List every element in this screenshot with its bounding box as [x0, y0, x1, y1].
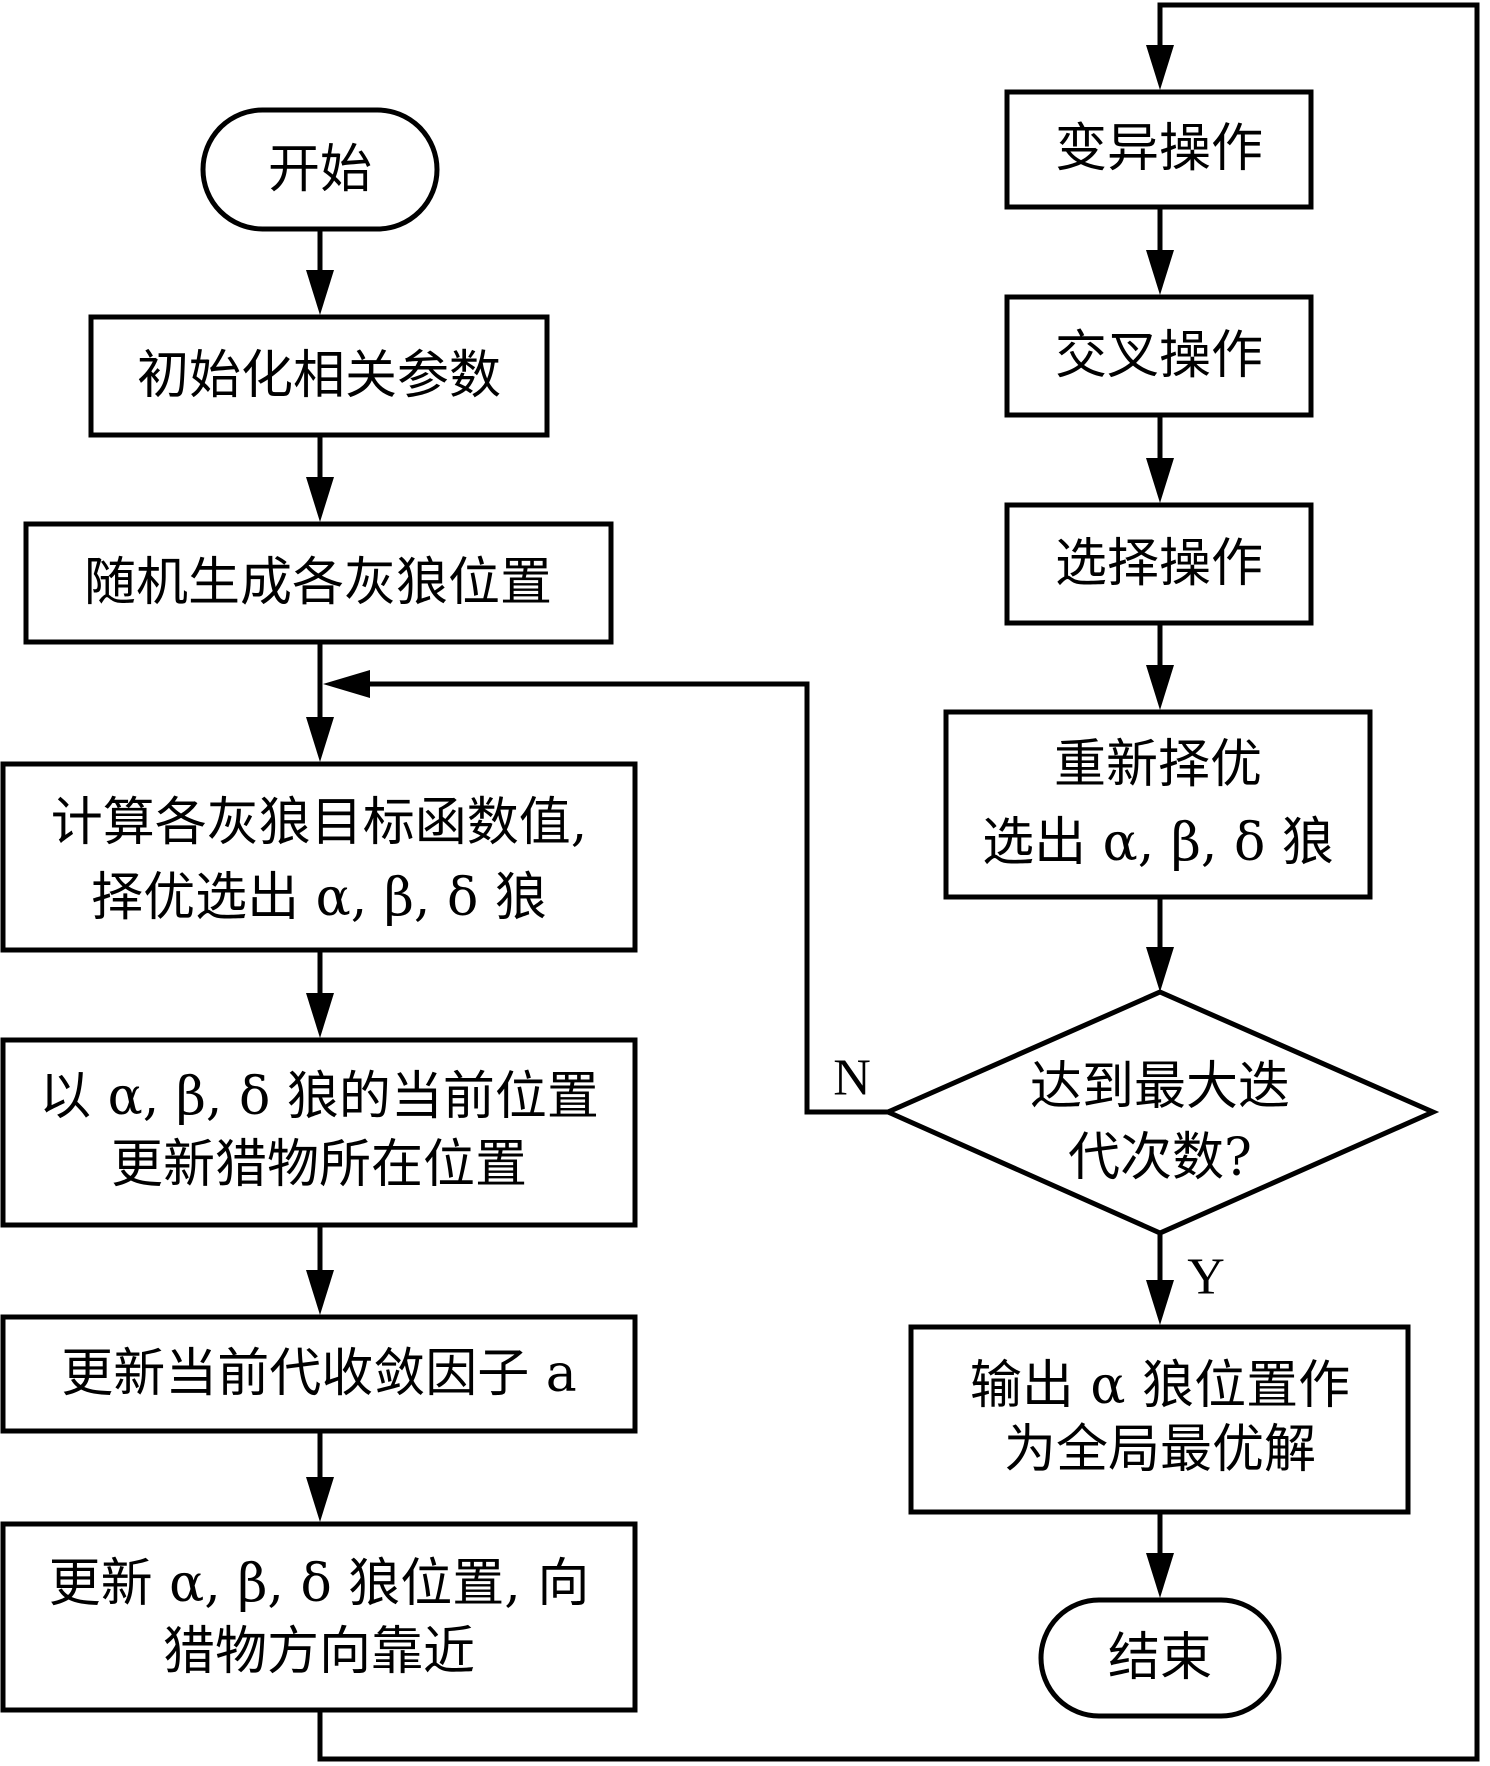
output-box — [908, 1324, 1411, 1515]
arrowhead — [1146, 45, 1174, 90]
edge-decision-to-loop — [365, 681, 888, 1115]
init-params-label: 初始化相关参数 — [137, 346, 501, 406]
output-label-line1: 输出 α 狼位置作 — [970, 1356, 1350, 1416]
calc-fitness-node: 计算各灰狼目标函数值, 择优选出 α, β, δ 狼 — [0, 761, 638, 953]
arrowhead — [306, 1477, 334, 1522]
reselect-label-line1: 重新择优 — [1054, 735, 1262, 795]
calc-fitness-label-line1: 计算各灰狼目标函数值, — [51, 793, 588, 853]
end-node: 结束 — [1038, 1597, 1282, 1719]
random-positions-label: 随机生成各灰狼位置 — [84, 553, 552, 613]
update-factor-box — [0, 1314, 638, 1434]
arrowhead — [306, 1270, 334, 1315]
start-node: 开始 — [200, 107, 440, 232]
reselect-node: 重新择优 选出 α, β, δ 狼 — [943, 709, 1373, 900]
arrowhead — [1146, 947, 1174, 992]
update-wolves-label-line2: 猎物方向靠近 — [163, 1622, 475, 1682]
arrowhead — [1146, 250, 1174, 295]
arrowhead — [1146, 1280, 1174, 1325]
end-terminal — [1038, 1597, 1282, 1719]
start-terminal — [200, 107, 440, 232]
arrowhead — [306, 477, 334, 522]
crossover-box — [1004, 294, 1314, 418]
edge-wolves-to-mutation — [317, 2, 1480, 1762]
selection-box — [1004, 502, 1314, 626]
selection-label: 选择操作 — [1055, 534, 1263, 594]
update-wolves-box — [0, 1521, 638, 1713]
arrowhead — [306, 717, 334, 762]
decision-label-line2: 代次数? — [1068, 1128, 1252, 1188]
update-prey-label-line1: 以 α, β, δ 狼的当前位置 — [39, 1067, 599, 1127]
update-prey-node: 以 α, β, δ 狼的当前位置 更新猎物所在位置 — [0, 1037, 638, 1228]
decision-diamond — [881, 989, 1440, 1236]
mutation-node: 变异操作 — [1004, 89, 1314, 210]
output-label-line2: 为全局最优解 — [1004, 1420, 1316, 1480]
reselect-box — [943, 709, 1373, 900]
end-label: 结束 — [1108, 1628, 1212, 1688]
edge-label-no: N — [833, 1050, 871, 1107]
start-label: 开始 — [268, 140, 372, 200]
connectors — [306, 2, 1480, 1762]
crossover-label: 交叉操作 — [1055, 326, 1263, 386]
update-prey-label-line2: 更新猎物所在位置 — [111, 1135, 527, 1195]
selection-node: 选择操作 — [1004, 502, 1314, 626]
arrowhead — [306, 993, 334, 1038]
arrowhead — [306, 270, 334, 315]
decision-label-line1: 达到最大迭 — [1030, 1057, 1290, 1117]
reselect-label-line2: 选出 α, β, δ 狼 — [982, 813, 1334, 873]
update-factor-node: 更新当前代收敛因子 a — [0, 1314, 638, 1434]
calc-fitness-box — [0, 761, 638, 953]
update-factor-label: 更新当前代收敛因子 a — [61, 1344, 577, 1404]
crossover-node: 交叉操作 — [1004, 294, 1314, 418]
random-positions-node: 随机生成各灰狼位置 — [23, 521, 614, 645]
calc-fitness-label-line2: 择优选出 α, β, δ 狼 — [91, 868, 547, 928]
mutation-label: 变异操作 — [1055, 119, 1263, 179]
mutation-box — [1004, 89, 1314, 210]
decision-node: 达到最大迭 代次数? — [881, 989, 1440, 1236]
init-params-node: 初始化相关参数 — [88, 314, 550, 438]
update-wolves-label-line1: 更新 α, β, δ 狼位置, 向 — [49, 1554, 590, 1614]
edge-label-yes: Y — [1187, 1249, 1225, 1306]
arrowhead — [323, 670, 370, 698]
arrowhead — [1146, 458, 1174, 503]
update-prey-box — [0, 1037, 638, 1228]
update-wolves-node: 更新 α, β, δ 狼位置, 向 猎物方向靠近 — [0, 1521, 638, 1713]
arrowhead — [1146, 665, 1174, 710]
random-positions-box — [23, 521, 614, 645]
init-params-box — [88, 314, 550, 438]
arrowhead — [1146, 1553, 1174, 1598]
output-node: 输出 α 狼位置作 为全局最优解 — [908, 1324, 1411, 1515]
